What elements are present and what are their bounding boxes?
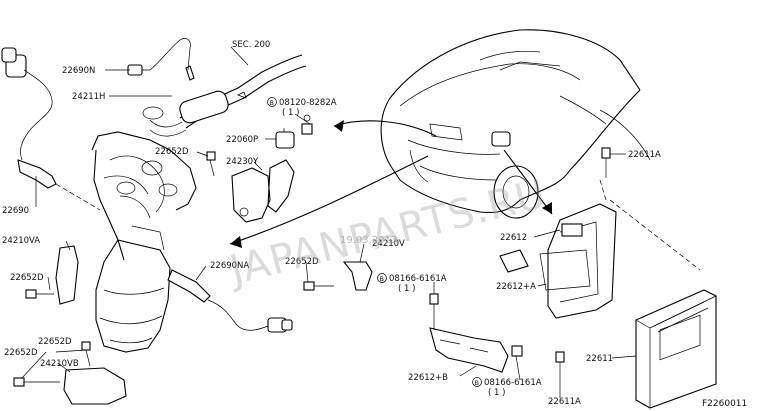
part-label-08166-qty-a: ( 1 ) — [398, 284, 415, 294]
figure-code: F2260011 — [702, 399, 747, 409]
bolt-marker-b-3-letter: B — [475, 379, 479, 387]
leader-lines — [21, 69, 637, 398]
part-label-08120-8282A[interactable]: 08120-8282A — [279, 98, 337, 108]
part-label-22652D-e[interactable]: 22652D — [4, 348, 38, 358]
part-label-22690[interactable]: 22690 — [2, 206, 29, 216]
part-label-22652D-a[interactable]: 22652D — [155, 147, 189, 157]
o2-sensor-lower — [167, 269, 293, 333]
part-label-24211H[interactable]: 24211H — [72, 92, 105, 102]
o2-sensor-left — [1, 47, 101, 211]
exhaust-manifold — [91, 131, 197, 353]
part-label-22612A[interactable]: 22612+A — [496, 282, 536, 292]
part-label-24210V[interactable]: 24210V — [372, 239, 405, 249]
section-ref-label: SEC. 200 — [232, 40, 270, 50]
part-label-22652D-c[interactable]: 22652D — [285, 257, 319, 267]
part-label-22060P[interactable]: 22060P — [226, 135, 258, 145]
exhaust-pipe — [142, 54, 307, 137]
part-label-24210VB[interactable]: 24210VB — [40, 359, 79, 369]
part-label-22611A-b[interactable]: 22611A — [548, 397, 581, 407]
ecm-bracket-assembly — [499, 147, 701, 319]
section-leader — [230, 46, 249, 66]
center-bolt — [303, 281, 334, 291]
bolt-marker-b-1-letter: B — [270, 99, 274, 107]
callout-arrows — [229, 120, 553, 248]
part-label-22612B[interactable]: 22612+B — [408, 373, 448, 383]
knock-sensor — [275, 114, 313, 149]
part-label-22611[interactable]: 22611 — [586, 354, 613, 364]
part-label-08166-6161A-a[interactable]: 08166-6161A — [389, 274, 447, 284]
part-label-22612[interactable]: 22612 — [500, 233, 527, 243]
bolt-marker-b-2-letter: B — [380, 275, 384, 283]
date-stamp: 19.03.2013 — [340, 235, 397, 246]
bolt-marker-b-3 — [472, 377, 482, 387]
upper-o2-sensor — [127, 38, 195, 81]
part-label-22690N[interactable]: 22690N — [62, 66, 95, 76]
ecm-unit — [635, 289, 717, 409]
left-brackets — [13, 245, 127, 405]
bolt-marker-b-1 — [267, 97, 277, 107]
bolt-marker-b-2 — [377, 273, 387, 283]
lower-brackets — [342, 261, 565, 378]
part-label-24210VA[interactable]: 24210VA — [2, 236, 40, 246]
part-label-22690NA[interactable]: 22690NA — [210, 261, 249, 271]
part-label-22652D-b[interactable]: 22652D — [10, 273, 44, 283]
part-label-08166-qty-b: ( 1 ) — [488, 388, 505, 398]
part-label-22611A-a[interactable]: 22611A — [628, 150, 661, 160]
part-label-22652D-d[interactable]: 22652D — [38, 337, 72, 347]
part-label-08120-qty: ( 1 ) — [282, 108, 299, 118]
part-label-24230Y[interactable]: 24230Y — [226, 157, 259, 167]
car-outline — [380, 29, 651, 219]
part-label-08166-6161A-b[interactable]: 08166-6161A — [484, 378, 542, 388]
